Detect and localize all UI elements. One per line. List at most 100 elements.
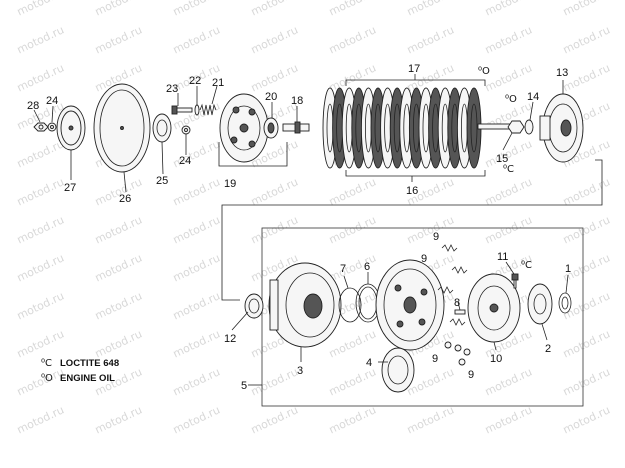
label-25: 25 [156, 175, 168, 187]
watermark-text: motod.ru [171, 0, 222, 18]
label-10: 10 [490, 353, 502, 365]
watermark-text: motod.ru [171, 403, 222, 436]
watermark-text: motod.ru [405, 0, 456, 18]
watermark-text: motod.ru [483, 403, 534, 436]
watermark-text: motod.ru [249, 213, 300, 246]
legend-oil-symbol: ⁰O [41, 373, 53, 384]
watermark-text: motod.ru [327, 403, 378, 436]
watermark-text: motod.ru [93, 403, 144, 436]
watermark-text: motod.ru [249, 23, 300, 56]
watermark-text: motod.ru [15, 23, 66, 56]
watermark-text: motod.ru [327, 251, 378, 284]
part-14-washer [524, 119, 534, 135]
oil-symbol-mid: ⁰O [505, 94, 517, 105]
clutch-plate-inner [470, 103, 478, 153]
watermark-text: motod.ru [249, 403, 300, 436]
part-15-nut [507, 120, 525, 134]
watermark-text: motod.ru [171, 289, 222, 322]
loctite-symbol-top: ⁰C [503, 164, 514, 175]
loctite-symbol-bottom: ⁰C [521, 260, 532, 271]
watermark-text: motod.ru [171, 251, 222, 284]
part-28-nut [33, 122, 49, 132]
label-20: 20 [265, 91, 277, 103]
part-26-cover [93, 83, 151, 173]
watermark-text: motod.ru [15, 403, 66, 436]
watermark-text: motod.ru [561, 403, 612, 436]
connector-line [221, 159, 603, 301]
watermark-text: motod.ru [171, 365, 222, 398]
watermark-text: motod.ru [15, 213, 66, 246]
watermark-text: motod.ru [93, 289, 144, 322]
part-10-damper-plate [467, 273, 521, 343]
watermark-text: motod.ru [93, 0, 144, 18]
label-5: 5 [241, 380, 247, 392]
label-14: 14 [527, 91, 539, 103]
label-4: 4 [366, 357, 372, 369]
part-20-bearing [263, 117, 279, 139]
leader-lines [33, 74, 569, 386]
label-9a: 9 [433, 231, 439, 243]
watermark-layer: motod.ru motod.ru motod.ru motod.ru motod.ru… [15, 0, 612, 436]
bracket-19 [218, 142, 288, 167]
watermark-text: motod.ru [483, 23, 534, 56]
watermark-text: motod.ru [15, 289, 66, 322]
label-19: 19 [224, 178, 236, 190]
watermark-text: motod.ru [561, 0, 612, 18]
bracket-17 [345, 79, 486, 86]
part-12-seal [244, 293, 264, 319]
watermark-text: motod.ru [171, 23, 222, 56]
watermark-text: motod.ru [15, 61, 66, 94]
label-7: 7 [340, 263, 346, 275]
watermark-text: motod.ru [561, 365, 612, 398]
part-16-17-clutch-plates [322, 87, 482, 169]
watermark-text: motod.ru [483, 61, 534, 94]
label-3: 3 [297, 365, 303, 377]
label-11: 11 [497, 251, 508, 263]
legend-oil-text: ENGINE OIL [60, 373, 115, 384]
watermark-text: motod.ru [327, 175, 378, 208]
label-12: 12 [224, 333, 236, 345]
part-13-clutch-hub [539, 93, 584, 163]
watermark-text: motod.ru [249, 365, 300, 398]
watermark-text: motod.ru [15, 175, 66, 208]
part-3-clutch-basket [268, 262, 342, 348]
watermark-text: motod.ru [249, 175, 300, 208]
watermark-text: motod.ru [93, 327, 144, 360]
label-26: 26 [119, 193, 131, 205]
watermark-text: motod.ru [171, 213, 222, 246]
watermark-text: motod.ru [483, 213, 534, 246]
watermark-text: motod.ru [93, 251, 144, 284]
part-22-washer [194, 104, 200, 116]
oil-symbol-top: ⁰O [478, 66, 490, 77]
part-27-cover-cap [56, 105, 86, 151]
legend: ⁰C LOCTITE 648 ⁰O ENGINE OIL [41, 358, 119, 384]
watermark-text: motod.ru [327, 213, 378, 246]
part-1-washer [558, 292, 572, 314]
label-13: 13 [556, 67, 568, 79]
watermark-text: motod.ru [561, 327, 612, 360]
part-7-ring [338, 287, 362, 323]
part-24-washer-left [47, 122, 57, 132]
label-21: 21 [212, 77, 224, 89]
label-28: 28 [27, 100, 39, 112]
symbol-callouts: ⁰O ⁰O ⁰C ⁰C [478, 66, 532, 271]
label-8: 8 [454, 297, 460, 309]
watermark-text: motod.ru [15, 327, 66, 360]
callout-labels: 28 24 27 26 25 24 23 22 21 20 18 19 17 1… [27, 63, 571, 392]
part-23-bolt [171, 105, 193, 115]
label-22: 22 [189, 75, 201, 87]
watermark-text: motod.ru [483, 0, 534, 18]
part-25-cap [152, 113, 172, 143]
watermark-text: motod.ru [327, 327, 378, 360]
watermark-text: motod.ru [327, 0, 378, 18]
watermark-text: motod.ru [483, 175, 534, 208]
label-24b: 24 [179, 155, 191, 167]
label-18: 18 [291, 95, 303, 107]
label-9b: 9 [421, 253, 427, 265]
watermark-text: motod.ru [327, 23, 378, 56]
watermark-text: motod.ru [93, 213, 144, 246]
watermark-text: motod.ru [561, 213, 612, 246]
label-24a: 24 [46, 95, 58, 107]
label-17: 17 [408, 63, 420, 75]
